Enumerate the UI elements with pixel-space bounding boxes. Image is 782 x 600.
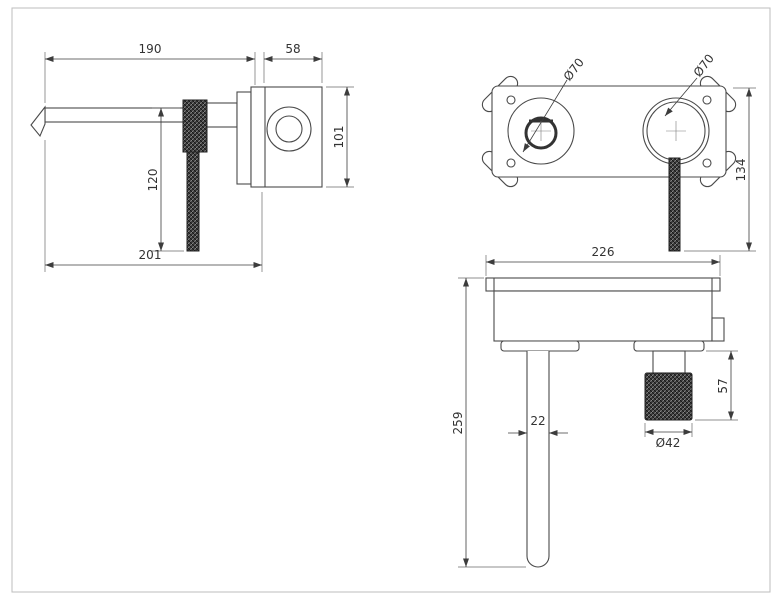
page-border (11, 7, 771, 593)
side-view: 190 58 101 120 201 (30, 42, 354, 272)
knurled-handle (644, 372, 693, 421)
dim-total-reach: 201 (139, 248, 162, 262)
handle-stem (668, 157, 681, 252)
cartridge-opening (524, 116, 558, 150)
dim-overall-drop: 259 (451, 412, 465, 435)
dim-spout-reach: 190 (139, 42, 162, 56)
body-block (493, 290, 713, 342)
dim-body-depth: 58 (285, 42, 300, 56)
dim-body-width: 226 (592, 245, 615, 259)
dim-overall-height: 134 (734, 159, 748, 182)
dim-handle-length: 57 (716, 378, 730, 393)
dim-right-rosette-dia: Ø70 (691, 51, 717, 79)
handle-neck (652, 350, 686, 374)
valve-body (250, 86, 323, 188)
knurled-collar (182, 99, 208, 153)
dim-spout-tube-width: 22 (530, 414, 545, 428)
dim-left-rosette-dia: Ø70 (561, 55, 587, 83)
cartridge-outer (266, 106, 312, 152)
cartridge-inner (275, 115, 303, 143)
screw (506, 95, 516, 105)
dim-handle-dia: Ø42 (656, 436, 681, 450)
outlet-stub (711, 317, 725, 342)
handle-escutcheon (633, 340, 705, 352)
dim-body-height: 101 (332, 126, 346, 149)
wall-plate (236, 91, 252, 185)
front-view: Ø70 Ø70 134 (481, 51, 756, 252)
plan-view: 226 22 Ø42 57 259 (451, 245, 738, 568)
spout-tube (44, 107, 187, 123)
handle-stem (186, 151, 200, 252)
screw (702, 158, 712, 168)
spout-escutcheon (500, 340, 580, 352)
spout-base (205, 102, 238, 128)
spout-tip (30, 105, 46, 138)
screw (506, 158, 516, 168)
dim-handle-drop: 120 (146, 169, 160, 192)
top-plate (485, 277, 721, 292)
screw (702, 95, 712, 105)
spout-tube-down (526, 351, 550, 568)
